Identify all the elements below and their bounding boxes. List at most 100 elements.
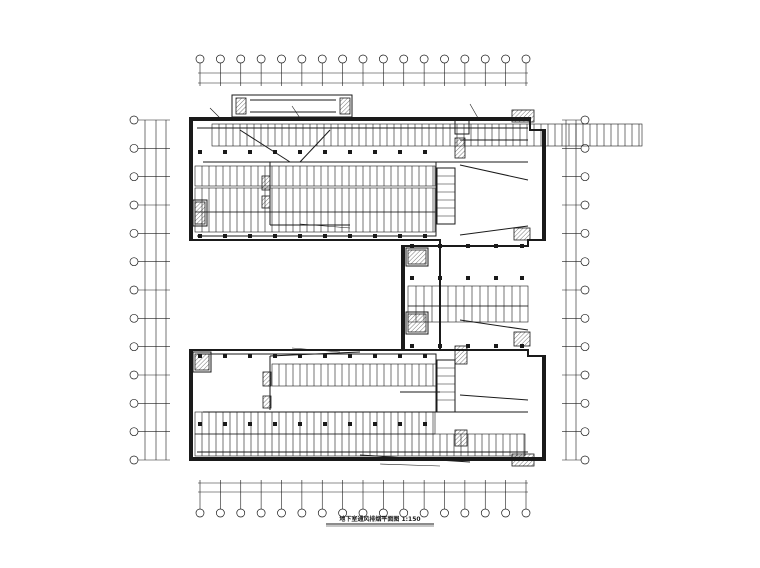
column — [423, 150, 427, 154]
axis-bubble-bottom — [216, 508, 225, 518]
axis-bubble-bottom — [297, 508, 307, 518]
column — [520, 244, 524, 248]
axis-bubble-left — [129, 172, 139, 182]
axis-bubble-top — [379, 54, 388, 64]
axis-bubble-right — [580, 115, 590, 125]
axis-bubbles-left — [129, 115, 139, 465]
axis-bubble-left — [129, 427, 139, 437]
parking-stalls — [194, 123, 643, 457]
axis-bubble-top — [256, 54, 266, 64]
axis-bubble-top — [419, 54, 429, 64]
column — [373, 354, 377, 358]
parking-row — [194, 165, 436, 187]
parking-row — [194, 211, 436, 233]
parking-row — [271, 363, 437, 387]
column — [248, 234, 252, 238]
column — [223, 354, 227, 358]
axis-bubble-top — [460, 54, 470, 64]
axis-bubbles-bottom — [195, 508, 531, 518]
axis-bubble-left — [129, 115, 139, 125]
stairwell-left-top — [192, 199, 208, 227]
axis-bubble-left — [129, 455, 139, 465]
axis-bubble-top — [440, 54, 449, 64]
axis-bubble-left — [129, 313, 139, 323]
axis-bubble-right — [580, 455, 590, 465]
axis-bubble-top — [216, 54, 225, 64]
axis-bubble-top — [317, 54, 327, 64]
column — [494, 244, 498, 248]
axis-bubble-right — [580, 200, 590, 210]
column — [410, 344, 414, 348]
axis-bubble-bottom — [480, 508, 490, 518]
parking-row — [194, 433, 526, 457]
column — [248, 422, 252, 426]
column — [438, 344, 442, 348]
axis-bubbles-right — [580, 115, 590, 465]
axis-bubble-left — [129, 342, 139, 352]
column — [466, 244, 470, 248]
annotation-leaders — [209, 103, 479, 467]
axis-bubble-top — [501, 54, 510, 64]
axis-bubble-bottom — [277, 508, 286, 518]
exhaust-fan-units — [261, 119, 470, 447]
column — [348, 422, 352, 426]
dimension-ticks — [138, 63, 581, 509]
column — [438, 244, 442, 248]
axis-bubble-top — [277, 54, 286, 64]
column — [323, 150, 327, 154]
stairwell-mid-left — [405, 247, 429, 335]
drawing-title: 地下室通风排烟平面图 1:150 — [339, 515, 420, 523]
column — [298, 354, 302, 358]
column — [248, 150, 252, 154]
axis-bubble-bottom — [501, 508, 510, 518]
column — [298, 422, 302, 426]
axis-bubbles-top — [195, 54, 531, 64]
axis-bubble-right — [580, 398, 590, 408]
axis-bubble-top — [236, 54, 246, 64]
axis-bubble-bottom — [256, 508, 266, 518]
axis-bubble-right — [580, 172, 590, 182]
parking-row — [211, 123, 643, 147]
column — [223, 150, 227, 154]
axis-bubble-bottom — [419, 508, 429, 518]
structural-columns — [198, 150, 524, 426]
axis-bubble-right — [580, 427, 590, 437]
column — [398, 234, 402, 238]
column — [248, 354, 252, 358]
column — [373, 150, 377, 154]
axis-bubble-bottom — [521, 508, 531, 518]
column — [423, 354, 427, 358]
axis-bubble-right — [580, 285, 590, 295]
column — [410, 244, 414, 248]
column — [398, 422, 402, 426]
axis-bubble-top — [338, 54, 347, 64]
column — [494, 344, 498, 348]
axis-bubble-right — [580, 143, 590, 153]
axis-bubble-right — [580, 313, 590, 323]
column — [466, 344, 470, 348]
axis-bubble-left — [129, 398, 139, 408]
axis-bubble-top — [297, 54, 307, 64]
axis-bubble-top — [195, 54, 205, 64]
axis-bubble-bottom — [317, 508, 327, 518]
stairwell-left-bottom — [192, 351, 212, 373]
axis-bubble-left — [129, 285, 139, 295]
axis-bubble-top — [480, 54, 490, 64]
parking-row — [194, 187, 436, 213]
stairwell-corners — [511, 109, 535, 467]
column — [398, 354, 402, 358]
axis-bubble-top — [399, 54, 409, 64]
axis-bubble-right — [580, 370, 590, 380]
stairwell-center-bottom — [436, 359, 456, 413]
column — [323, 234, 327, 238]
column — [273, 422, 277, 426]
parking-row — [407, 285, 529, 307]
axis-bubble-bottom — [236, 508, 246, 518]
column — [323, 422, 327, 426]
axis-bubble-right — [580, 342, 590, 352]
axis-bubble-right — [580, 257, 590, 267]
column — [198, 422, 202, 426]
column — [348, 354, 352, 358]
column — [373, 422, 377, 426]
